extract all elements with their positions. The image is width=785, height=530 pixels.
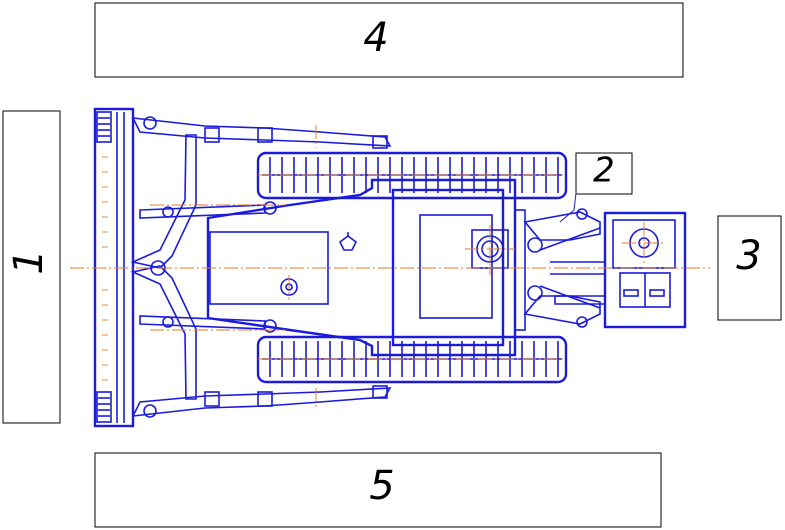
track-lower	[256, 335, 568, 384]
blade-marks	[102, 156, 108, 381]
label-number-5: 5	[369, 463, 394, 509]
main-body	[206, 178, 517, 357]
rear-frame	[514, 208, 606, 331]
label-box-2: 2	[575, 151, 633, 195]
blade-bolt-grid-top	[98, 117, 110, 137]
leader-line-2	[559, 192, 577, 223]
label-number-3: 3	[736, 233, 761, 279]
label-number-2: 2	[593, 151, 615, 191]
label-box-4: 4	[94, 2, 684, 78]
label-box-1: 1	[2, 110, 61, 424]
label-box-5: 5	[94, 452, 662, 528]
blade-bolt-grid-bottom	[98, 397, 110, 417]
label-box-3: 3	[717, 215, 782, 321]
bulldozer-outline	[70, 107, 710, 428]
ripper-unit	[603, 211, 687, 329]
label-number-4: 4	[363, 15, 388, 61]
label-number-1: 1	[6, 249, 52, 274]
centerlines	[70, 125, 710, 410]
track-upper	[256, 151, 568, 200]
blade	[93, 107, 135, 428]
push-arms	[131, 116, 392, 418]
blade-braces	[130, 134, 277, 400]
